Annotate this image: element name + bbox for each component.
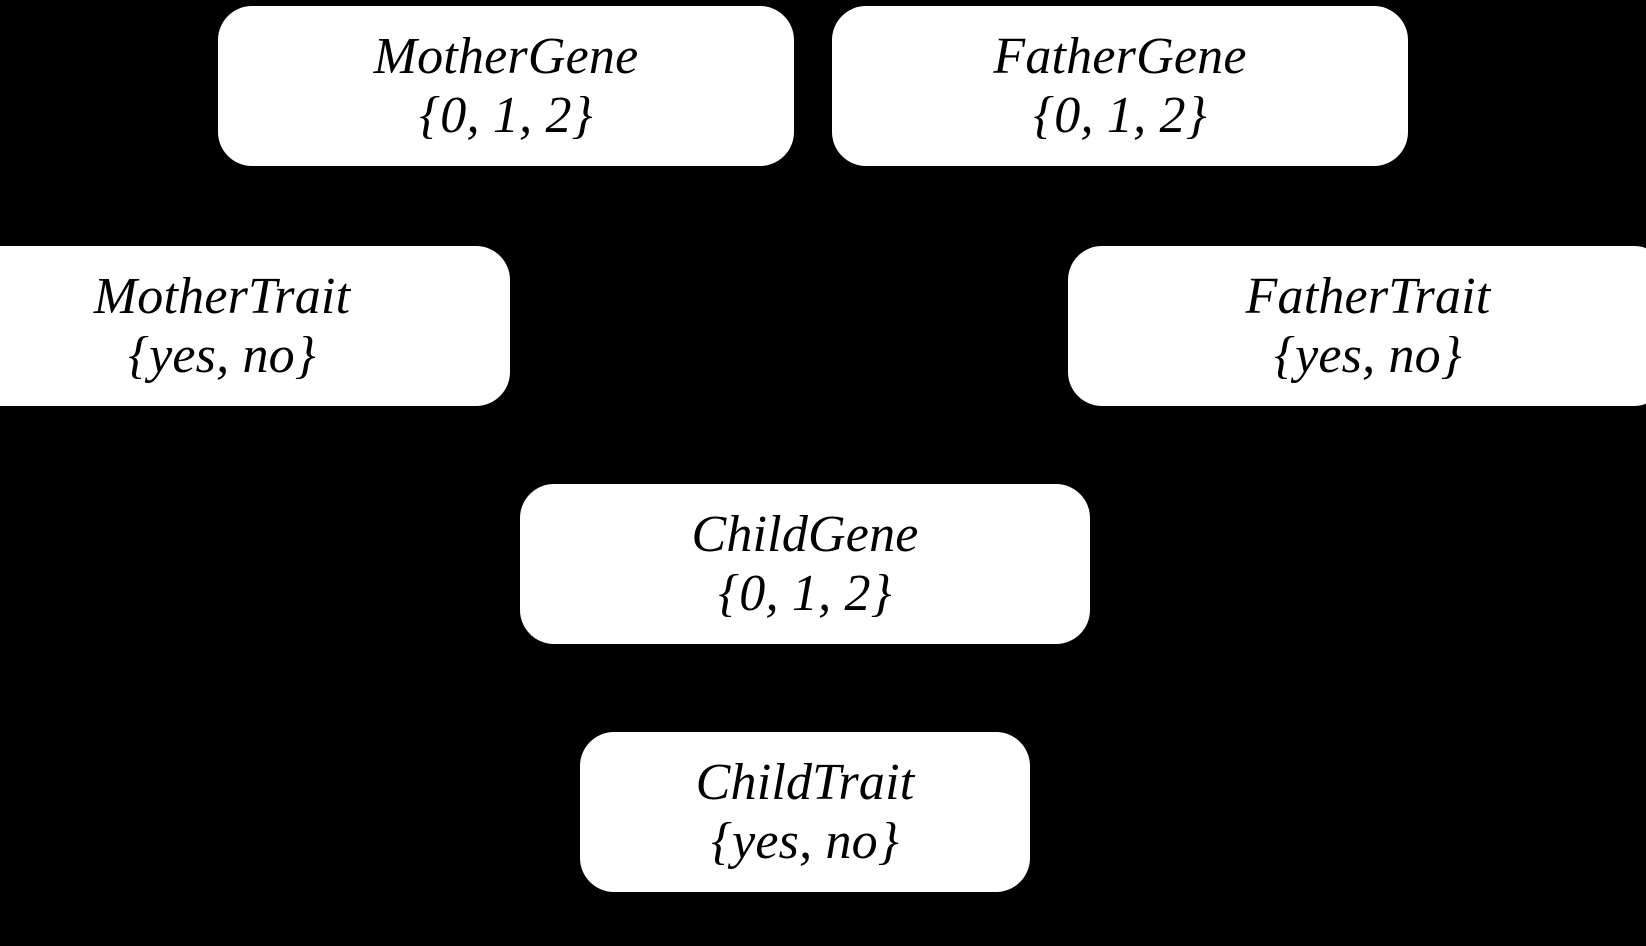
node-father-trait-domain: {yes, no} xyxy=(1274,327,1462,384)
node-mother-gene-label: MotherGene xyxy=(373,27,639,85)
node-child-trait-label: ChildTrait xyxy=(695,753,915,811)
node-child-trait[interactable]: ChildTrait {yes, no} xyxy=(580,732,1030,892)
node-child-gene-label: ChildGene xyxy=(691,505,919,563)
node-mother-trait[interactable]: MotherTrait {yes, no} xyxy=(0,246,510,406)
node-father-gene-domain: {0, 1, 2} xyxy=(1033,87,1207,144)
node-father-trait[interactable]: FatherTrait {yes, no} xyxy=(1068,246,1646,406)
node-child-gene-domain: {0, 1, 2} xyxy=(718,565,892,622)
node-mother-gene-domain: {0, 1, 2} xyxy=(419,87,593,144)
node-mother-gene[interactable]: MotherGene {0, 1, 2} xyxy=(218,6,794,166)
node-father-gene-label: FatherGene xyxy=(993,27,1247,85)
node-mother-trait-label: MotherTrait xyxy=(93,267,351,325)
node-mother-trait-domain: {yes, no} xyxy=(128,327,316,384)
node-child-gene[interactable]: ChildGene {0, 1, 2} xyxy=(520,484,1090,644)
node-father-gene[interactable]: FatherGene {0, 1, 2} xyxy=(832,6,1408,166)
node-child-trait-domain: {yes, no} xyxy=(711,813,899,870)
node-father-trait-label: FatherTrait xyxy=(1245,267,1491,325)
